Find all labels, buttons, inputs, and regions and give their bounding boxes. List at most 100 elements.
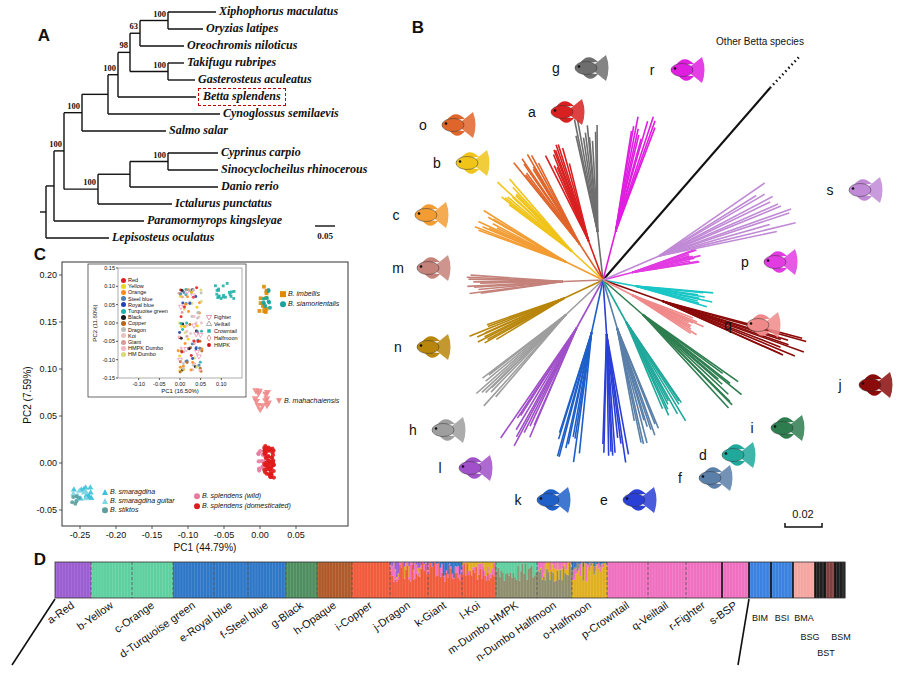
data-point [197,340,200,343]
tree-branch [168,62,184,63]
tree-branch [501,328,577,438]
fish-body [432,424,454,437]
data-point [267,301,271,305]
legend-symbol-shape [207,335,211,341]
data-point [198,311,201,314]
fish-illustration [575,55,609,81]
ancestry-bar [770,562,772,598]
group-separator [770,562,772,598]
fish-illustration [764,249,798,275]
data-point [70,500,74,504]
fish-illustration [551,99,585,125]
tree-branch [559,333,592,440]
legend-entry: Giant [121,339,141,345]
data-point [272,469,276,473]
tree-branch [471,275,563,281]
tick-label: -0.25 [70,530,91,540]
tick-label: 0.15 [39,317,57,327]
legend-entry: B. stiktos [102,506,138,514]
tick-mark [59,510,62,511]
fish-illustration [415,202,449,228]
tick-label: 0.05 [195,381,206,387]
tree-branch [98,174,130,175]
tree-branch [98,203,172,204]
tree-branch [140,45,184,46]
legend-text: Koi [128,333,136,339]
tick-mark [116,526,117,529]
tree-branch [617,328,651,430]
tree-branch [592,280,603,333]
legend-swatch [280,291,286,297]
group-separator [91,562,92,598]
legend-swatch [121,321,126,326]
legend-text: B. splendens (domesticated) [202,502,291,510]
legend-text: B. stiktos [110,506,138,514]
legend-swatch [121,308,126,313]
tree-branch [659,223,796,256]
tree-branch [626,322,662,409]
tick-label: 0.15 [104,265,115,271]
tree-branch [108,113,220,114]
legend-swatch [121,284,126,289]
axis-title: PC1 (16.50%) [161,388,199,395]
legend-text: Turquoise green [128,308,168,314]
legend-text: Red [128,277,138,283]
data-point [183,325,186,328]
breed-label: i-Copper [333,599,375,634]
data-point [199,289,202,292]
tick-mark [80,526,81,529]
tree-branch [574,333,592,463]
data-point [185,335,188,338]
fish-body [417,262,439,275]
data-point [232,297,235,300]
legend-text: Halfmoon [214,335,238,341]
tick-mark [152,526,153,529]
data-point [271,448,275,452]
tree-branch [659,197,773,256]
data-point [83,495,89,500]
legend-text: B. splendens (wild) [202,492,261,500]
tick-label: 0.05 [39,411,57,421]
legend-text: HMPK [214,342,230,348]
data-point [258,309,262,313]
tick-mark [116,359,118,360]
group-letter: m [392,260,404,276]
fish-body [442,119,464,132]
legend-text: Fighter [214,314,231,320]
bootstrap-value: 100 [153,10,166,20]
tick-mark [59,275,62,276]
tree-branch [577,280,603,328]
tick-mark [224,526,225,529]
tree-branch [603,280,662,301]
data-point [180,315,183,318]
breed-label: b-Yellow [74,599,115,633]
group-separator [132,562,133,598]
data-point [181,301,184,304]
data-point [195,347,198,350]
data-point [179,305,184,309]
legend-entry: HMPK Dumbo [121,345,163,351]
group-separator [173,562,174,598]
tick-label: -0.05 [214,530,235,540]
fish-illustration [432,417,466,443]
group-separator [352,562,353,598]
species-name: Oreochromis niloticus [187,39,297,53]
tick-mark [116,267,118,268]
data-point [200,348,203,351]
group-separator [834,562,836,598]
data-point [267,288,271,292]
fish-eye [420,265,423,268]
tree-branch [140,20,168,21]
tree-branch [478,298,565,342]
tick-mark [221,378,222,380]
tree-branch [563,148,589,241]
data-point [216,289,219,292]
data-point [271,459,275,463]
tree-branch [632,295,703,327]
legend-entry: Yellow [121,283,144,289]
legend-entry: Copper [121,320,146,326]
data-point [198,316,201,319]
tree-branch [168,11,216,12]
legend-symbol [206,342,212,348]
breed-label: l-Koi [457,599,482,622]
